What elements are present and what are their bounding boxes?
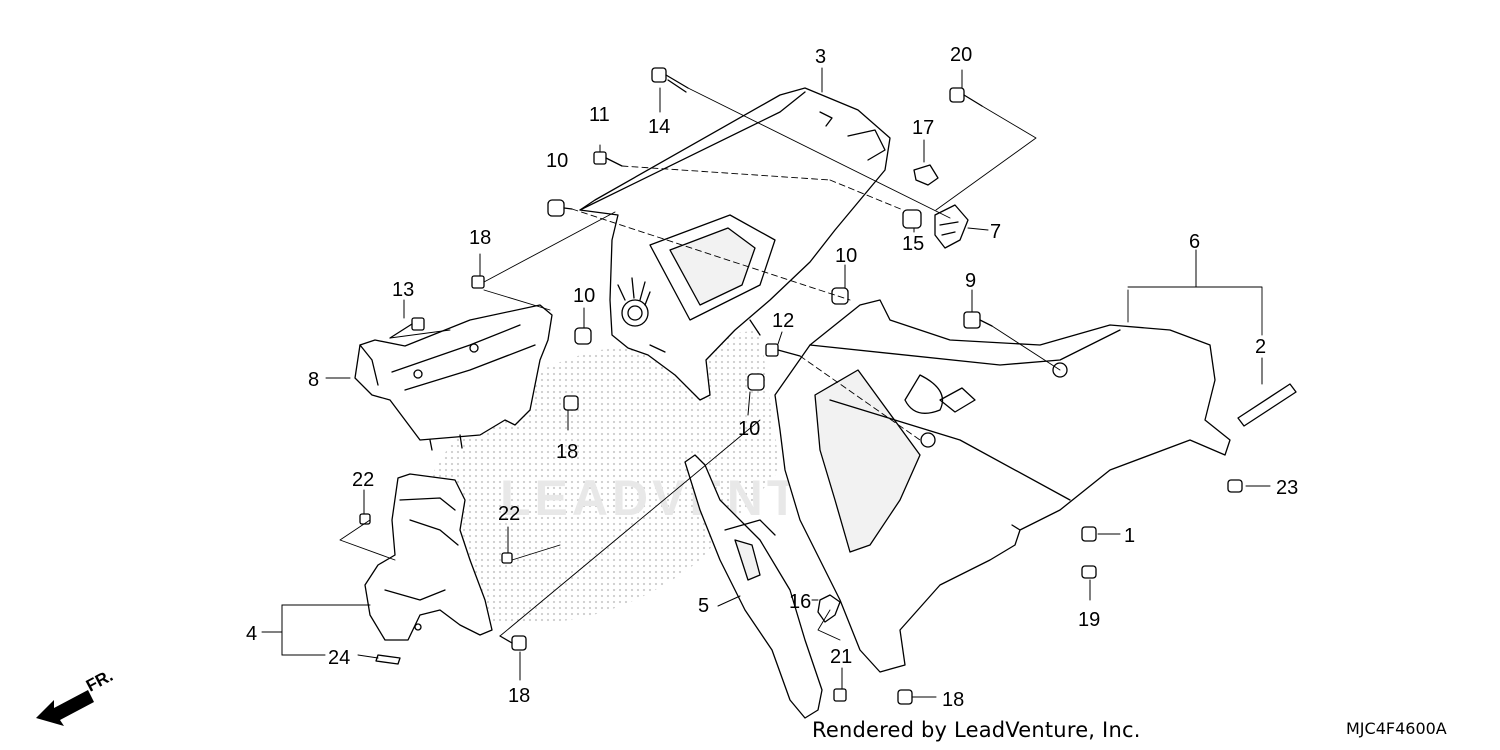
callout-21: 21 (830, 646, 852, 668)
leader-lines (261, 67, 1271, 698)
screw-part-18-bottom[interactable] (897, 689, 913, 705)
callout-18-bottom: 18 (942, 689, 964, 711)
clip-part-16[interactable] (817, 594, 841, 623)
callout-labels: 1 2 3 4 5 6 7 8 9 10 10 10 10 11 12 13 1… (246, 44, 1298, 711)
collar-part-15[interactable] (902, 209, 922, 229)
bolt-part-14[interactable] (651, 67, 689, 93)
screw-part-18-mid[interactable] (563, 395, 579, 411)
callout-15: 15 (902, 233, 924, 255)
bolt-part-20[interactable] (949, 87, 983, 107)
bolt-part-12[interactable] (765, 343, 801, 357)
callout-7: 7 (990, 221, 1001, 243)
callout-11: 11 (589, 104, 610, 126)
left-inner-panel-part-8[interactable] (354, 304, 553, 451)
screw-part-22-left[interactable] (359, 513, 371, 525)
screw-part-18-top[interactable] (471, 275, 485, 289)
callout-10-left: 10 (573, 285, 595, 307)
screw-part-23[interactable] (1227, 479, 1243, 493)
lower-bracket-part-4[interactable] (364, 473, 493, 641)
grommet-part-10-left[interactable] (574, 327, 592, 345)
bolt-part-13[interactable] (389, 317, 425, 339)
callout-10-lower: 10 (738, 418, 760, 440)
emblem-strip-part-2[interactable] (1237, 383, 1297, 427)
callout-13: 13 (392, 279, 414, 301)
bolt-part-11[interactable] (593, 151, 623, 167)
callout-16: 16 (789, 591, 811, 613)
callout-3: 3 (815, 46, 826, 68)
grommet-part-10-upper[interactable] (547, 199, 573, 217)
callout-1: 1 (1124, 525, 1135, 547)
callout-22-left: 22 (352, 469, 374, 491)
callout-19: 19 (1078, 609, 1100, 631)
callout-4: 4 (246, 623, 257, 645)
callout-23: 23 (1276, 477, 1298, 499)
callout-20: 20 (950, 44, 972, 66)
front-direction-arrow-icon: FR. (36, 666, 116, 726)
diagram-code: MJC4F4600A (1346, 719, 1447, 738)
main-lower-cowl-part-6[interactable] (774, 299, 1231, 673)
callout-6: 6 (1189, 231, 1200, 253)
grommet-part-10-center[interactable] (831, 287, 849, 305)
screw-part-22-center[interactable] (501, 552, 513, 564)
callout-18-lower: 18 (508, 685, 530, 707)
callout-24: 24 (328, 647, 350, 669)
callout-8: 8 (308, 369, 319, 391)
screw-part-21[interactable] (833, 688, 847, 702)
callout-14: 14 (648, 116, 670, 138)
grommet-part-10-lower[interactable] (747, 373, 765, 391)
nut-part-1[interactable] (1081, 526, 1097, 542)
screw-part-18-lower[interactable] (499, 635, 527, 651)
callout-10-center: 10 (835, 245, 857, 267)
callout-12: 12 (772, 310, 794, 332)
callout-5: 5 (698, 595, 709, 617)
callout-18-top: 18 (469, 227, 491, 249)
callout-22-center: 22 (498, 503, 520, 525)
assembly-lines (339, 87, 1263, 641)
render-credit: Rendered by LeadVenture, Inc. (812, 718, 1141, 742)
clip-part-7[interactable] (934, 204, 969, 249)
nut-part-19[interactable] (1081, 565, 1097, 579)
callout-2: 2 (1255, 336, 1266, 358)
callout-18-mid: 18 (556, 441, 578, 463)
tag-part-24[interactable] (375, 654, 401, 665)
callout-10-upper: 10 (546, 150, 568, 172)
callout-17: 17 (912, 117, 934, 139)
callout-9: 9 (965, 270, 976, 292)
bolt-part-9[interactable] (963, 311, 993, 329)
lower-side-strip-part-5[interactable] (684, 454, 823, 719)
clip-part-17[interactable] (913, 164, 939, 186)
